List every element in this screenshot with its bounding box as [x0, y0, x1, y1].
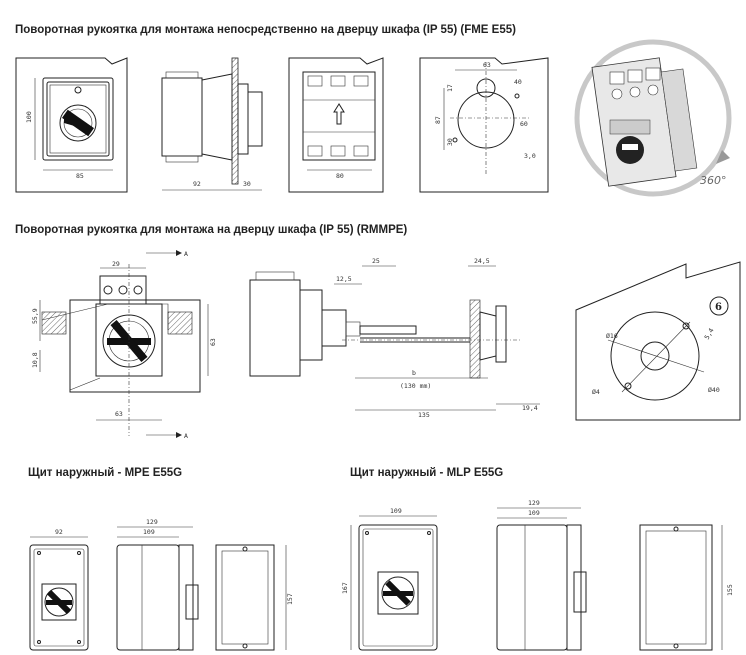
- rmmpe-cut-d4: Ø4: [592, 388, 600, 396]
- fme-front-panel: [15, 57, 128, 193]
- fme-dim-height: 100: [25, 111, 33, 123]
- fme-dim-rear-width: 80: [336, 172, 344, 180]
- fme-dim-depth: 92: [193, 180, 201, 188]
- rmmpe-dim-245: 24,5: [474, 257, 490, 265]
- mpe-dim-109: 109: [143, 528, 155, 536]
- mlp-side-view: [496, 507, 587, 651]
- rmmpe-cut-d16: Ø16: [606, 332, 618, 340]
- rmmpe-dim-135: 135: [418, 411, 430, 419]
- rmmpe-sec-a1: A: [184, 250, 188, 258]
- fme-rotation-illustration: [574, 39, 732, 197]
- fme-cut-d4: 40: [514, 78, 522, 86]
- title-mpe: Щит наружный - MPE E55G: [28, 467, 183, 479]
- mpe-dim-129: 129: [146, 518, 158, 526]
- mlp-dim-109: 109: [390, 507, 402, 515]
- rmmpe-sec-a2: A: [184, 432, 188, 440]
- fme-side-view: [161, 57, 263, 191]
- rmmpe-cutout-number: 6: [715, 302, 722, 313]
- rmmpe-dim-29: 29: [112, 260, 120, 268]
- mlp-front-view: [350, 515, 438, 651]
- mlp-dim-129: 129: [528, 499, 540, 507]
- rmmpe-side-view: [249, 265, 540, 411]
- fme-cut-hole: 3,0: [524, 152, 536, 160]
- mlp-dim-155: 155: [726, 584, 734, 596]
- fme-rear-panel: [288, 57, 384, 193]
- fme-cut-d3: 30: [446, 138, 454, 146]
- rmmpe-dim-63h: 63: [115, 410, 123, 418]
- rotation-label: 360°: [700, 174, 727, 187]
- mpe-side-view: [116, 526, 199, 651]
- fme-dim-door: 30: [243, 180, 251, 188]
- rmmpe-dim-63v: 63: [209, 338, 217, 346]
- mlp-rear-view: [639, 524, 723, 651]
- mpe-dim-157: 157: [286, 593, 294, 605]
- fme-cutout-panel: [419, 57, 549, 193]
- mlp-dim-167: 167: [341, 582, 349, 594]
- title-fme: Поворотная рукоятка для монтажа непосред…: [15, 24, 516, 36]
- title-rmmpe: Поворотная рукоятка для монтажа на дверц…: [15, 224, 408, 236]
- rmmpe-dim-b: b: [412, 369, 416, 377]
- rmmpe-dim-125: 12,5: [336, 275, 352, 283]
- title-mlp: Щит наружный - MLP E55G: [350, 467, 504, 479]
- rmmpe-dim-108: 10,8: [31, 352, 39, 368]
- fme-cut-d5: 60: [520, 120, 528, 128]
- rmmpe-cut-s: 5,4: [703, 327, 716, 341]
- mpe-dim-92: 92: [55, 528, 63, 536]
- rmmpe-dim-b-value: (130 mm): [400, 382, 431, 390]
- fme-cut-top: 63: [483, 61, 491, 69]
- mlp-dim-109-side: 109: [528, 509, 540, 517]
- mpe-rear-view: [215, 544, 287, 651]
- rmmpe-dim-25: 25: [372, 257, 380, 265]
- fme-cut-d2: 87: [434, 116, 442, 124]
- rmmpe-cut-d40: Ø40: [708, 386, 720, 394]
- rmmpe-dim-559: 55,9: [31, 308, 39, 324]
- fme-cut-d1: 17: [446, 84, 454, 92]
- rmmpe-cutout-panel: [575, 261, 741, 421]
- rmmpe-front-view: [39, 250, 209, 438]
- rmmpe-dim-194: 19,4: [522, 404, 538, 412]
- fme-dim-width: 85: [76, 172, 84, 180]
- mpe-front-view: [29, 536, 89, 651]
